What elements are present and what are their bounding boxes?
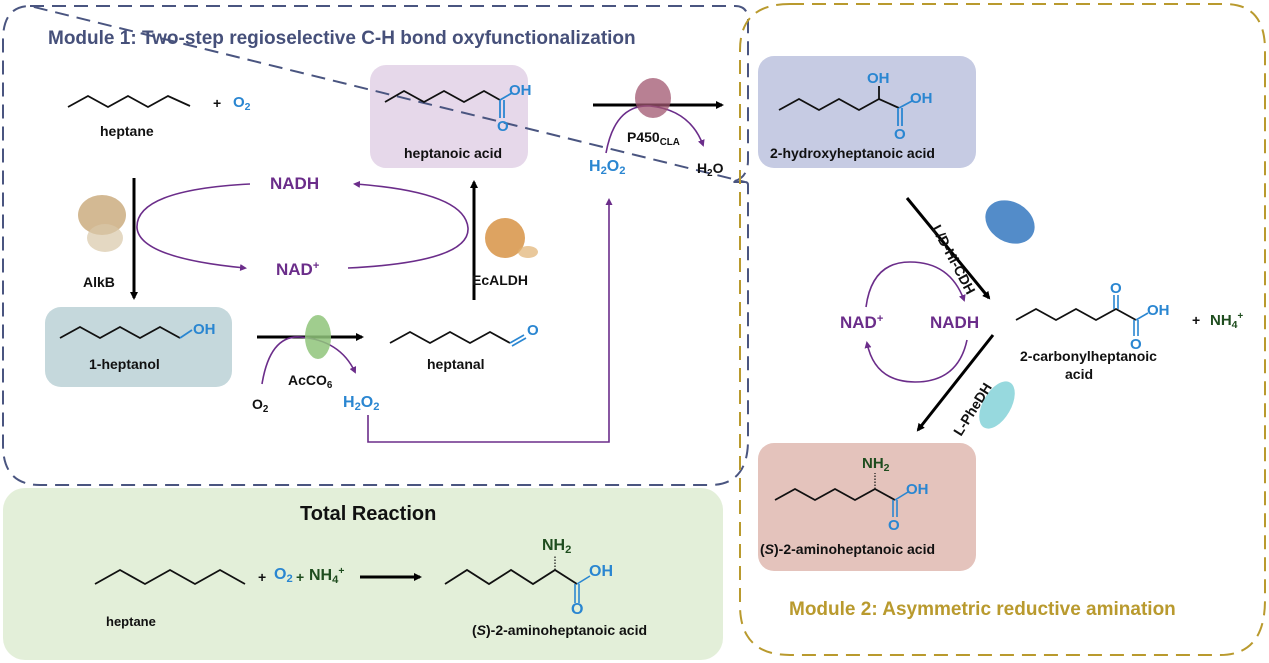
amino-acid-label: (S)-2-aminoheptanoic acid	[760, 541, 936, 557]
keto-acid-label-1: 2-carbonylheptanoic	[1020, 348, 1157, 364]
acco6-protein-icon	[305, 315, 331, 359]
hydroxy-o: O	[894, 126, 906, 143]
module2-title: Module 2: Asymmetric reductive amination	[789, 599, 1176, 620]
nad-module2: NAD+	[840, 313, 884, 332]
heptanoic-acid-bonds	[384, 89, 501, 104]
module2-border	[739, 3, 1266, 656]
p450-protein-icon	[635, 78, 671, 118]
o2-reagent: O2	[233, 94, 251, 113]
heptane-label: heptane	[100, 123, 154, 139]
total-o2: O2	[274, 566, 293, 585]
total-heptane-label: heptane	[106, 614, 156, 629]
phedh-protein-icon	[979, 381, 1015, 429]
p450-label: P450CLA	[627, 129, 680, 148]
nh4-m2: NH4+	[1210, 311, 1244, 331]
total-product-bonds	[444, 568, 578, 586]
alkb-label: AlkB	[83, 274, 115, 290]
heptanal-o: O	[527, 322, 539, 339]
keto-acid-label-2: acid	[1065, 366, 1094, 382]
amino-o: O	[888, 517, 900, 534]
hydroxy-acid-label: 2-hydroxyheptanoic acid	[770, 145, 935, 161]
acco6-cofactor-arc	[261, 336, 357, 385]
hydroxy-oh-top: OH	[867, 70, 890, 87]
total-nh2: NH2	[542, 537, 572, 556]
nad-module1: NAD+	[276, 260, 320, 279]
h2o2-acco6: H2O2	[343, 394, 380, 413]
heptanal-label: heptanal	[427, 356, 485, 372]
heptanoic-oh: OH	[509, 82, 532, 99]
total-nh4: NH4+	[309, 566, 345, 586]
total-heptane-bonds	[94, 568, 246, 586]
plus-sign: +	[213, 95, 222, 111]
amino-acid-box	[758, 443, 976, 571]
hicdh-protein-icon	[985, 200, 1035, 244]
total-product-label: (S)-2-aminoheptanoic acid	[472, 622, 648, 638]
hydroxy-acid-bonds	[778, 97, 900, 112]
heptanol-label: 1-heptanol	[89, 356, 160, 372]
amino-oh: OH	[906, 481, 929, 498]
acco6-label: AcCO6	[288, 372, 333, 391]
hydroxy-acid-box	[758, 56, 976, 168]
heptanol-box	[45, 307, 232, 387]
keto-o-top: O	[1110, 280, 1122, 297]
h2o2-transfer-line	[367, 198, 613, 443]
keto-oh: OH	[1147, 302, 1170, 319]
total-o: O	[571, 601, 584, 618]
nadh-module1: NADH	[270, 174, 320, 193]
amino-acid-bonds	[774, 487, 896, 502]
hicdh-arrow	[905, 197, 991, 300]
o2-acco6: O2	[252, 396, 269, 415]
total-plus-1: +	[258, 569, 267, 585]
module1-title: Module 1: Two-step regioselective C-H bo…	[48, 28, 636, 49]
total-oh: OH	[589, 563, 613, 580]
hydroxy-oh: OH	[910, 90, 933, 107]
ecaldh-protein-icon	[485, 218, 538, 258]
keto-o: O	[1130, 336, 1142, 353]
h2o-product: H2O	[697, 160, 724, 179]
ecaldh-label: EcALDH	[472, 272, 529, 288]
total-plus-2: +	[296, 569, 305, 585]
phedh-arrow	[916, 334, 995, 432]
heptanol-bonds	[59, 325, 181, 340]
h2o2-p450: H2O2	[589, 158, 626, 177]
amino-nh2: NH2	[862, 455, 890, 474]
heptanoic-o: O	[497, 118, 509, 135]
heptanoic-acid-box	[370, 65, 528, 168]
heptanol-oh: OH	[193, 321, 216, 338]
total-reaction-panel	[3, 488, 723, 660]
nad-cycle-bottom	[864, 339, 968, 383]
nadh-module2: NADH	[930, 313, 980, 332]
heptane-bonds	[67, 94, 191, 109]
heptanoic-acid-label: heptanoic acid	[404, 145, 503, 161]
nad-cycle-top	[865, 261, 966, 308]
nad-cycle-left	[136, 183, 251, 272]
total-reaction-title: Total Reaction	[300, 503, 437, 525]
heptanal-bonds	[389, 330, 511, 345]
keto-acid-bonds	[1015, 307, 1137, 322]
alkb-protein-icon	[78, 195, 126, 252]
plus-sign-m2: +	[1192, 312, 1201, 328]
module1-border	[1, 4, 749, 486]
nad-cycle-right	[347, 180, 469, 269]
